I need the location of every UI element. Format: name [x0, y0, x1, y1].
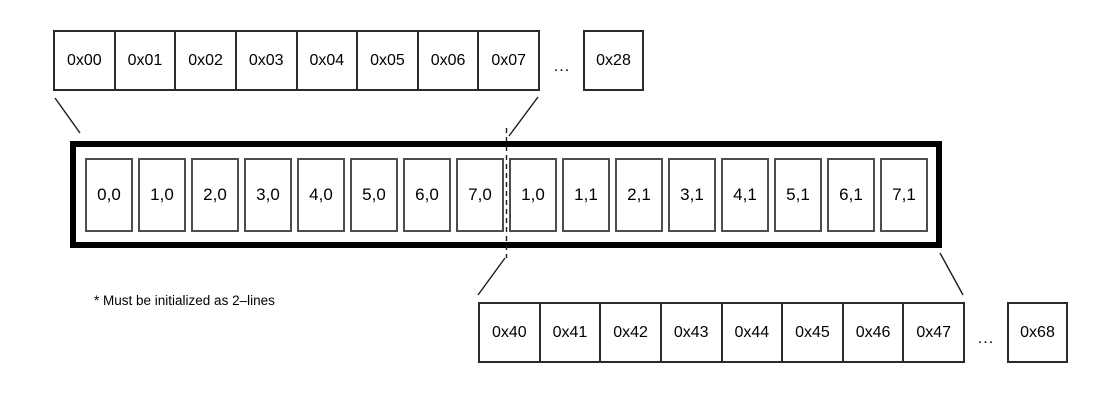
address-cell: 0x44	[720, 304, 782, 361]
buffer-cell: 6,0	[403, 157, 451, 232]
top-address-strip: 0x00 0x01 0x02 0x03 0x04 0x05 0x06 0x07	[53, 30, 540, 91]
address-cell: 0x05	[356, 32, 417, 89]
address-cell: 0x42	[599, 304, 660, 361]
buffer-cell: 7,0	[456, 157, 504, 232]
address-cell: 0x00	[66, 51, 102, 69]
buffer-cell: 6,1	[827, 157, 875, 232]
address-cell: 0x03	[234, 32, 296, 89]
address-cell: 0x02	[174, 32, 235, 89]
connector-bottom-right-line	[939, 252, 964, 296]
bottom-ellipsis: ...	[977, 329, 995, 347]
detached-address-cell-top: 0x28	[583, 30, 644, 91]
buffer-cell: 3,0	[244, 157, 292, 232]
buffer-cell: 0,0	[85, 157, 133, 232]
buffer-cell: 2,1	[615, 157, 663, 232]
connector-top-left-line	[54, 97, 81, 134]
detached-address-cell-bottom: 0x68	[1007, 302, 1068, 363]
address-cell: 0x41	[538, 304, 600, 361]
address-cell: 0x04	[295, 32, 357, 89]
buffer-cell: 5,1	[774, 157, 822, 232]
address-cell: 0x47	[902, 304, 963, 361]
buffer-cell: 1,0	[138, 157, 186, 232]
buffer-cell: 3,1	[668, 157, 716, 232]
footnote: * Must be initialized as 2–lines	[94, 293, 275, 308]
address-cell: 0x46	[841, 304, 903, 361]
address-cell: 0x43	[659, 304, 721, 361]
buffer-cell: 4,1	[721, 157, 769, 232]
two-line-buffer-box: 0,0 1,0 2,0 3,0 4,0 5,0 6,0 7,0 1,0 1,1 …	[70, 141, 942, 248]
connector-bottom-left-line	[477, 257, 506, 296]
address-cell: 0x45	[781, 304, 842, 361]
buffer-cell: 2,0	[191, 157, 239, 232]
buffer-cell: 4,0	[297, 157, 345, 232]
address-cell: 0x40	[491, 323, 527, 341]
bottom-address-strip: 0x40 0x41 0x42 0x43 0x44 0x45 0x46 0x47	[478, 302, 965, 363]
buffer-cell: 5,0	[350, 157, 398, 232]
buffer-cell: 1,1	[562, 157, 610, 232]
address-cell: 0x06	[416, 32, 478, 89]
top-ellipsis: ...	[553, 57, 571, 75]
buffer-cell: 1,0	[509, 157, 557, 232]
connector-top-right-line	[508, 96, 539, 137]
address-cell: 0x01	[113, 32, 175, 89]
buffer-cell: 7,1	[880, 157, 928, 232]
address-cell: 0x07	[477, 32, 538, 89]
